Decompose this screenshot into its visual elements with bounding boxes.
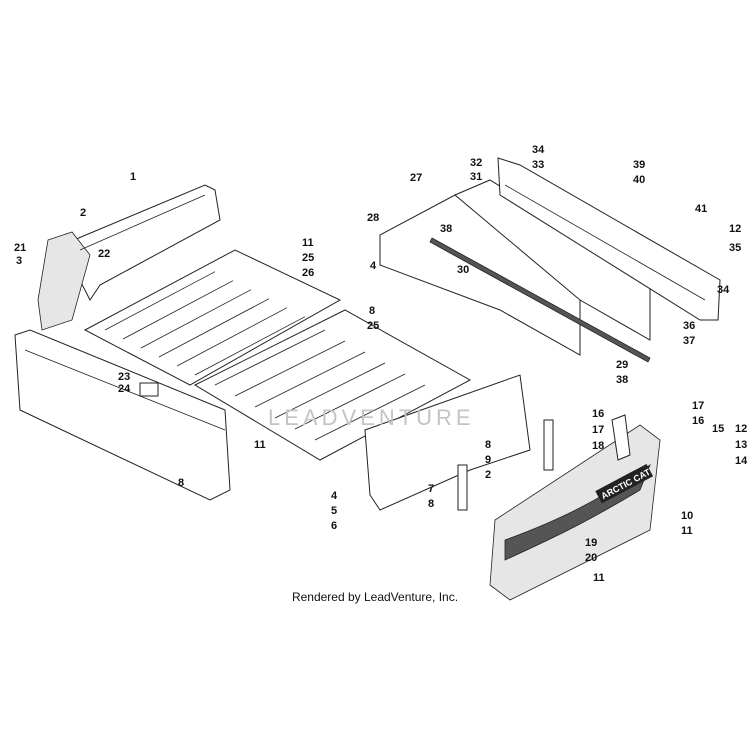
callout-25: 25 xyxy=(367,320,379,332)
callout-41: 41 xyxy=(695,203,707,215)
callout-3: 3 xyxy=(16,255,22,267)
callout-24: 24 xyxy=(118,383,131,395)
callout-12: 12 xyxy=(729,223,741,235)
front-wall-part xyxy=(37,184,221,331)
rear-wall-part xyxy=(14,329,231,501)
bracket-7 xyxy=(457,464,468,511)
floor-rib xyxy=(294,373,406,430)
callout-5: 5 xyxy=(331,505,337,517)
floor-rib xyxy=(122,280,234,340)
callout-38: 38 xyxy=(616,374,628,386)
callout-27: 27 xyxy=(410,172,422,184)
callout-17: 17 xyxy=(692,400,704,412)
callout-10: 10 xyxy=(681,510,693,522)
callout-4: 4 xyxy=(331,490,338,502)
callout-8: 8 xyxy=(428,498,434,510)
callout-8: 8 xyxy=(369,305,375,317)
callout-37: 37 xyxy=(683,335,695,347)
callout-31: 31 xyxy=(470,171,482,183)
floor-rib xyxy=(234,340,346,397)
callout-34: 34 xyxy=(532,144,545,156)
callout-7: 7 xyxy=(428,483,434,495)
callout-34: 34 xyxy=(717,284,730,296)
floor-rib xyxy=(140,289,252,349)
callout-22: 22 xyxy=(98,248,110,260)
callout-35: 35 xyxy=(729,242,741,254)
hinge-18 xyxy=(611,414,631,461)
callout-2: 2 xyxy=(80,207,86,219)
callout-20: 20 xyxy=(585,552,597,564)
floor-rib xyxy=(194,316,306,376)
callout-11: 11 xyxy=(593,572,605,584)
callout-29: 29 xyxy=(616,359,628,371)
bracket-9 xyxy=(543,419,554,471)
rod-29 xyxy=(429,237,651,363)
callout-36: 36 xyxy=(683,320,695,332)
floor-rib xyxy=(314,384,426,441)
callout-6: 6 xyxy=(331,520,337,532)
floor-rib xyxy=(254,351,366,408)
floor-rib xyxy=(214,329,326,386)
callout-18: 18 xyxy=(592,440,604,452)
callout-16: 16 xyxy=(592,408,604,420)
callout-32: 32 xyxy=(470,157,482,169)
callout-9: 9 xyxy=(485,454,491,466)
callout-17: 17 xyxy=(592,424,604,436)
floor-rib xyxy=(274,362,386,419)
decal-24 xyxy=(139,382,159,397)
floor-rib xyxy=(158,298,270,358)
callout-12: 12 xyxy=(735,423,747,435)
callout-23: 23 xyxy=(118,371,130,383)
floor-panel-front xyxy=(193,309,472,461)
callout-14: 14 xyxy=(735,455,748,467)
callout-33: 33 xyxy=(532,159,544,171)
callout-11: 11 xyxy=(302,237,314,249)
callout-11: 11 xyxy=(681,525,693,537)
callout-28: 28 xyxy=(367,212,379,224)
floor-rib xyxy=(176,307,288,367)
render-credit: Rendered by LeadVenture, Inc. xyxy=(291,590,459,604)
watermark: LEADVENTURE xyxy=(268,405,475,430)
callout-19: 19 xyxy=(585,537,597,549)
callout-1: 1 xyxy=(130,171,136,183)
callout-21: 21 xyxy=(14,242,26,254)
callout-39: 39 xyxy=(633,159,645,171)
callout-8: 8 xyxy=(178,477,184,489)
floor-panel-rear xyxy=(83,249,342,386)
callout-13: 13 xyxy=(735,439,747,451)
floor-ribs xyxy=(104,271,426,441)
callout-25: 25 xyxy=(302,252,314,264)
callout-26: 26 xyxy=(302,267,314,279)
callout-30: 30 xyxy=(457,264,469,276)
side-panel-6 xyxy=(364,374,531,511)
side-rail-32 xyxy=(497,157,721,321)
callout-40: 40 xyxy=(633,174,645,186)
callout-8: 8 xyxy=(485,439,491,451)
callout-16: 16 xyxy=(692,415,704,427)
tailgate-part: ARCTIC CAT xyxy=(489,424,661,601)
callout-2: 2 xyxy=(485,469,491,481)
side-panel-31 xyxy=(454,179,651,341)
callout-15: 15 xyxy=(712,423,724,435)
callout-11: 11 xyxy=(254,439,266,451)
callout-38: 38 xyxy=(440,223,452,235)
floor-rib xyxy=(104,271,216,331)
callout-4: 4 xyxy=(370,260,377,272)
